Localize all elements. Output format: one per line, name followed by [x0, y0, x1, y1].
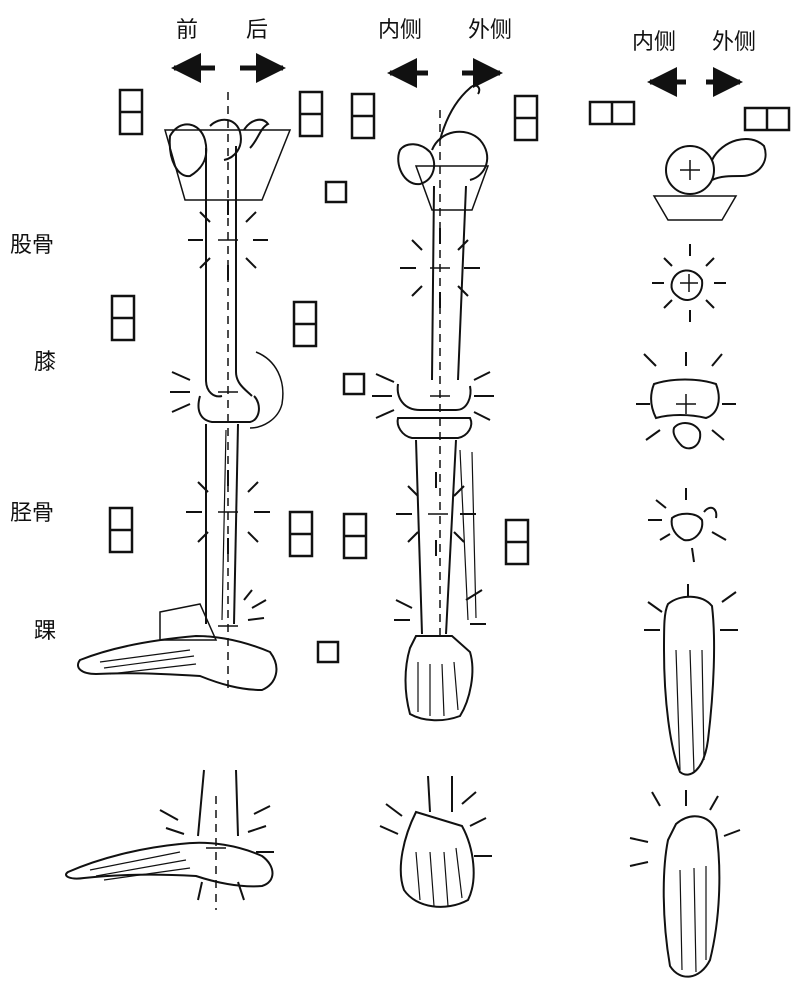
- film-cassette-icon: [515, 96, 537, 140]
- film-cassette-icon: [318, 642, 338, 662]
- film-cassette-icon: [506, 520, 528, 564]
- film-cassette-icon: [294, 302, 316, 346]
- xray-beam-icon: [170, 372, 190, 412]
- ap-view: [398, 86, 488, 721]
- xray-beam-icon: [630, 790, 740, 866]
- film-cassette-icon: [745, 108, 789, 130]
- film-cassette-icon: [352, 94, 374, 138]
- film-cassette-icon: [326, 182, 346, 202]
- lateral-foot-view: [66, 770, 273, 910]
- xray-beam-icon: [380, 792, 492, 856]
- film-cassette-icon: [112, 296, 134, 340]
- xray-beam-icon: [644, 584, 738, 630]
- film-cassette-icon: [344, 374, 364, 394]
- film-cassette-icon: [590, 102, 634, 124]
- xray-beam-icon: [648, 488, 726, 562]
- film-cassette-icon: [290, 512, 312, 556]
- xray-beam-icon: [244, 590, 266, 620]
- film-cassette-icon: [120, 90, 142, 134]
- film-cassette-icon: [110, 508, 132, 552]
- ap-foot-view: [401, 776, 474, 907]
- film-cassette-icon: [344, 514, 366, 558]
- film-cassette-icon: [300, 92, 322, 136]
